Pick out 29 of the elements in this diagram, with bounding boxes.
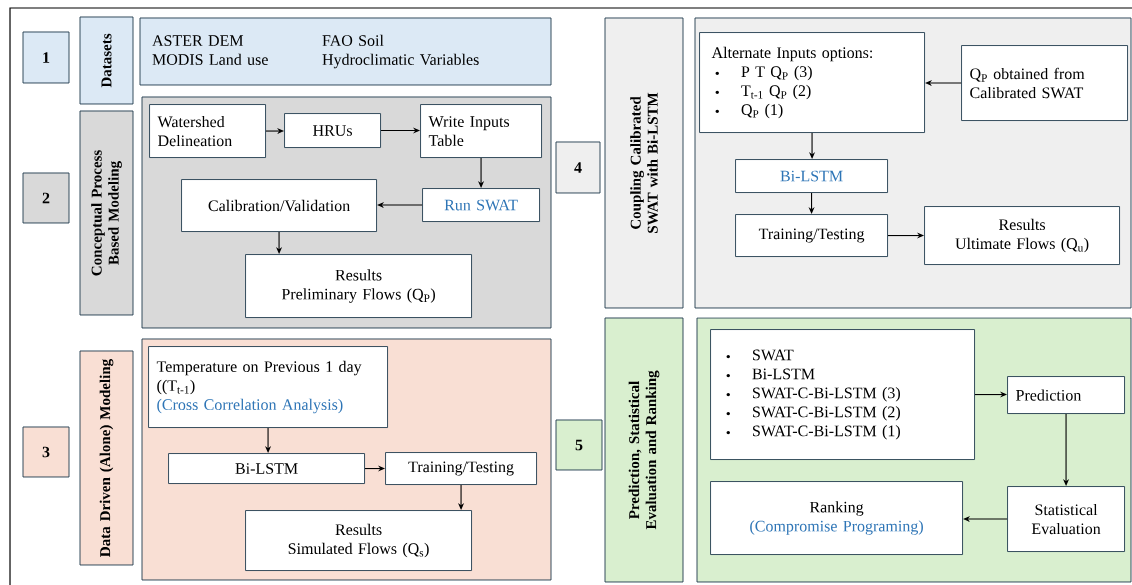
result-box: Ranking (Compromise Programing) [710,481,963,555]
result-box: Results Ultimate Flows (Q$_{u}$) [924,206,1120,265]
process-box: Calibration/Validation [181,179,377,232]
step-number-box: 5 [555,419,603,471]
process-box: Bi-LSTM [168,453,365,484]
process-box: Training/Testing [385,452,537,485]
section-label: Data Driven (Alone) Modeling [79,350,134,566]
process-box: Watershed Delineation [149,104,266,158]
process-box: HRUs [284,113,381,148]
step-number-box: 1 [22,31,70,84]
process-box: Write Inputs Table [420,104,542,158]
result-box: Results Simulated Flows (Q$_{s}$) [245,510,472,571]
section-label: Coupling Calibrated SWAT with Bi-LSTM [604,17,684,309]
section-label: Datasets [79,16,134,105]
process-box: Temperature on Previous 1 day ((T$_{t-1}$) (Cross Correlation Analysis) [148,346,388,428]
step-number-box: 4 [555,141,601,194]
model-list-box: SWAT Bi-LSTM SWAT-C-Bi-LSTM (3) SWAT-C-Bi-LSTM (2) SWAT-C-Bi-LSTM (1) [710,329,975,460]
process-box: Q$_{P}$ obtained from Calibrated SWAT [961,45,1128,121]
process-box: Training/Testing [735,214,888,257]
dataset-box: ASTER DEM FAO Soil MODIS Land use Hydroclimatic Variables [139,17,552,86]
result-box: Results Preliminary Flows (Q$_{P}$) [245,254,472,318]
process-box: Statistical Evaluation [1007,486,1125,552]
process-box: Run SWAT [422,188,540,222]
section-label: Conceptual Process Based Modeling [79,110,134,316]
step-number-box: 3 [22,426,70,478]
step-number-box: 2 [22,172,70,224]
process-box: Prediction [1007,376,1125,414]
input-list-box: Alternate Inputs options: P T Q$_{P}$ (3) T$_{t-1}$ Q$_{P}$ (2) Q$_{P}$ (1) [699,32,925,133]
process-box: Bi-LSTM [735,159,888,193]
